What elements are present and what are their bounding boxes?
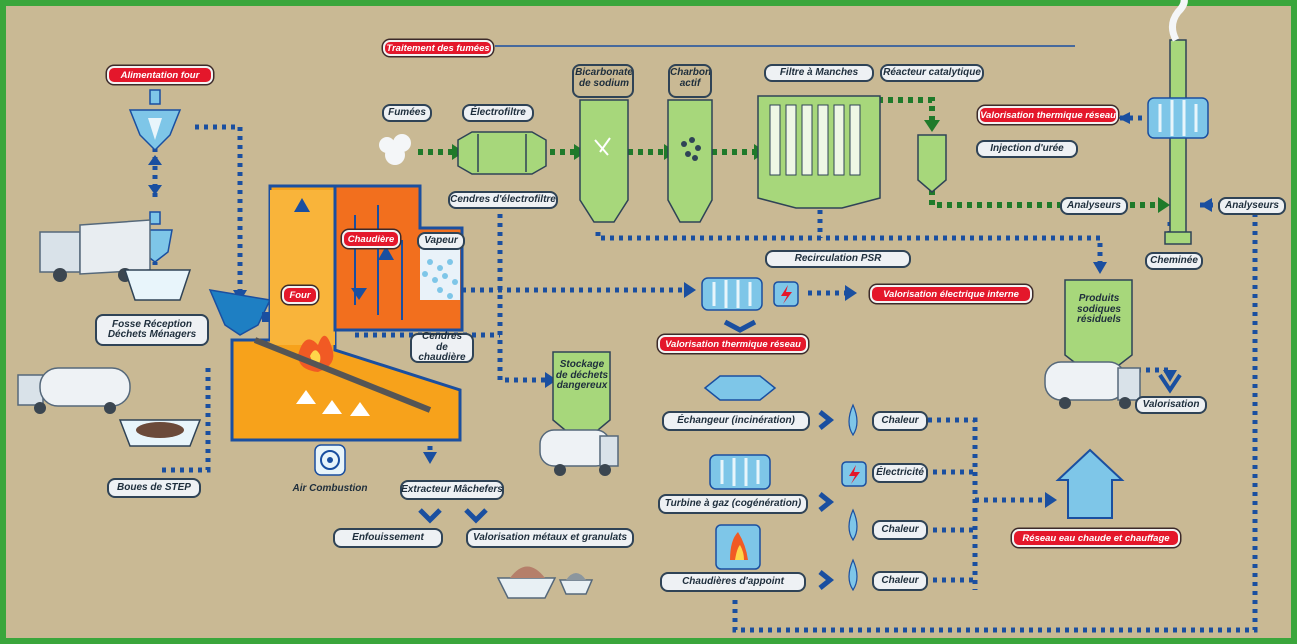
label-valorisation-electrique: Valorisation électrique interne [870,285,1032,303]
hazardous-truck-icon [539,429,619,476]
label-valorisation-thermique-mid: Valorisation thermique réseau [658,335,808,353]
label-valorisation-metaux: Valorisation métaux et granulats [466,528,634,548]
label-reseau-eau-chaude: Réseau eau chaude et chauffage [1012,529,1180,547]
label-traitement-fumees: Traitement des fumées [383,40,493,56]
label-echangeur: Échangeur (incinération) [662,411,810,431]
down-chevron-icon [723,319,757,333]
label-chaleur-1: Chaleur [872,411,928,431]
bicarbonate-reactor-icon [579,99,629,223]
label-charbon-actif: Charbon actif [670,67,712,89]
sludge-tanker-icon [17,367,131,414]
reception-pit-icon [123,269,192,301]
garbage-truck-icon [39,219,151,282]
electricity-output-icon [841,461,867,487]
smoke-icon [379,134,411,165]
label-cheminee: Cheminée [1145,252,1203,270]
label-alimentation-four: Alimentation four [107,66,213,84]
sludge-pit-icon [118,419,202,447]
boiler-body [333,184,464,332]
box-charbon-actif [668,64,712,98]
label-filtre-manches: Filtre à Manches [764,64,874,82]
label-electrofiltre: Électrofiltre [462,104,534,122]
label-air-combustion: Air Combustion [292,483,368,494]
lightning-icon [773,281,799,307]
steam-turbine-icon [701,277,763,311]
metal-granulate-containers-icon [496,566,594,599]
label-four: Four [282,286,318,304]
feed-hopper-icon [208,289,274,336]
label-chaleur-3: Chaleur [872,571,928,591]
gas-turbine-icon [709,454,771,490]
auxiliary-boiler-icon [715,524,761,570]
label-fosse-reception: Fosse Réception Déchets Ménagers [95,314,209,346]
label-electricite: Électricité [872,463,928,483]
box-bicarbonate [572,64,634,98]
grab-crane-icon [128,89,182,152]
valorisation-arrow-icon [1158,373,1182,394]
air-combustion-fan-icon [314,444,346,476]
activated-carbon-reactor-icon [667,99,713,223]
updown-arrows-icon [148,155,162,195]
district-heating-house-icon [1055,448,1125,519]
blue-arrowheads [233,112,1212,508]
right-chevron-icons [818,410,835,590]
chimney-turbine-icon [1147,97,1209,139]
label-produits-sodiques: Produits sodiques résiduels [1077,293,1121,325]
label-cendres-electrofiltre: Cendres d'électrofiltre [448,191,558,209]
label-boues-step: Boues de STEP [107,478,201,498]
heat-exchanger-icon [703,375,777,401]
electrofilter-icon [457,131,547,175]
label-bicarbonate: Bicarbonate de sodium [575,67,633,89]
label-valorisation-thermique-top: Valorisation thermique réseau [978,106,1118,124]
label-stockage-dechets: Stockage de déchets dangereux [555,359,609,391]
furnace-body [230,184,462,442]
label-valorisation: Valorisation [1135,396,1207,414]
grate-icon [253,337,432,413]
label-vapeur: Vapeur [417,232,465,250]
label-turbine-gaz: Turbine à gaz (cogénération) [658,494,808,514]
bag-filter-icon [757,95,881,209]
residue-truck-icon [1044,361,1141,409]
flue-gas-path [418,97,1160,208]
label-recirculation-psr: Recirculation PSR [765,250,911,268]
label-reacteur-catalytique: Réacteur catalytique [880,64,984,82]
label-cendres-chaudiere: Cendres de chaudière [410,332,474,363]
steam-droplets-icon [422,259,458,299]
label-analyseurs-1: Analyseurs [1060,197,1128,215]
heat-arrows [294,198,394,300]
flame-icons [848,403,858,592]
label-analyseurs-2: Analyseurs [1218,197,1286,215]
clinker-chevrons [418,508,488,524]
label-enfouissement: Enfouissement [333,528,443,548]
combustion-air-arrows [296,390,370,416]
label-injection-uree: Injection d'urée [976,140,1078,158]
label-fumees: Fumées [382,104,432,122]
label-chaleur-2: Chaleur [872,520,928,540]
label-chaudieres-appoint: Chaudières d'appoint [660,572,806,592]
catalytic-reactor-icon [917,134,947,193]
chimney-icon [1164,0,1192,245]
label-chaudiere: Chaudière [342,230,400,248]
label-extracteur-machefers: Extracteur Mâchefers [400,480,504,500]
